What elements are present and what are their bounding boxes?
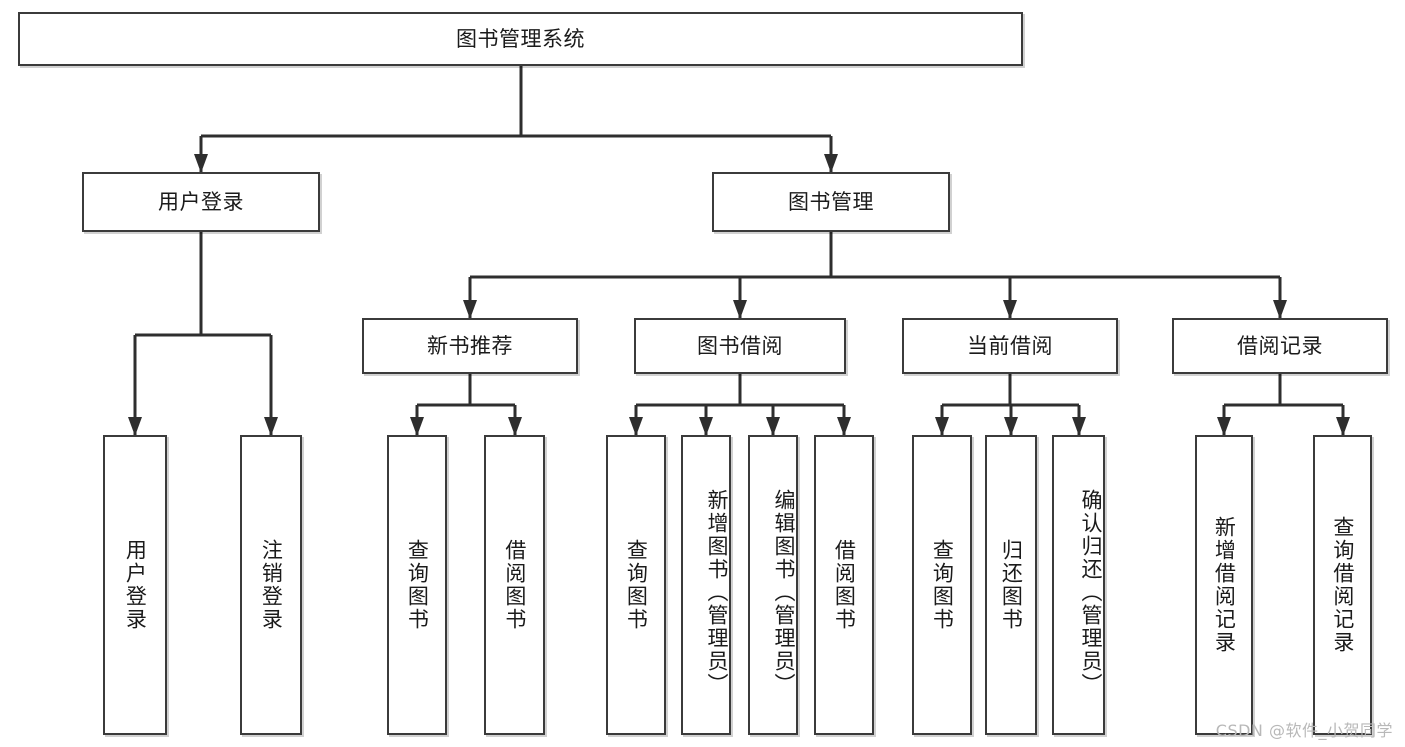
leaf-borrow-book-1[interactable]: 借阅图书 xyxy=(484,435,545,735)
leaf-query-book-2[interactable]: 查询图书 xyxy=(606,435,666,735)
leaf-return-book[interactable]: 归还图书 xyxy=(985,435,1037,735)
watermark-text: CSDN @软件_小贺同学 xyxy=(1215,721,1393,740)
leaf-edit-book-admin-label: 编辑图书（管理员） xyxy=(772,488,796,696)
leaf-logout-label: 注销登录 xyxy=(259,539,284,631)
leaf-confirm-return-admin[interactable]: 确认归还（管理员） xyxy=(1052,435,1105,735)
node-root[interactable]: 图书管理系统 xyxy=(18,12,1023,66)
node-current-borrow[interactable]: 当前借阅 xyxy=(902,318,1118,374)
leaf-confirm-return-admin-label: 确认归还（管理员） xyxy=(1079,488,1103,696)
node-root-label: 图书管理系统 xyxy=(456,26,585,51)
node-book-borrow-label: 图书借阅 xyxy=(697,333,783,358)
leaf-query-book-1[interactable]: 查询图书 xyxy=(387,435,447,735)
node-borrow-record-label: 借阅记录 xyxy=(1237,333,1323,358)
leaf-add-borrow-record-label: 新增借阅记录 xyxy=(1212,516,1237,654)
node-current-borrow-label: 当前借阅 xyxy=(967,333,1053,358)
leaf-user-login[interactable]: 用户登录 xyxy=(103,435,167,735)
leaf-query-book-3[interactable]: 查询图书 xyxy=(912,435,972,735)
leaf-return-book-label: 归还图书 xyxy=(999,539,1024,631)
leaf-logout[interactable]: 注销登录 xyxy=(240,435,302,735)
leaf-query-book-1-label: 查询图书 xyxy=(405,539,430,631)
leaf-query-borrow-record-label: 查询借阅记录 xyxy=(1330,516,1355,654)
node-new-book-recommend[interactable]: 新书推荐 xyxy=(362,318,578,374)
leaf-borrow-book-2[interactable]: 借阅图书 xyxy=(814,435,874,735)
leaf-query-book-2-label: 查询图书 xyxy=(624,539,649,631)
leaf-add-book-admin[interactable]: 新增图书（管理员） xyxy=(681,435,731,735)
leaf-borrow-book-1-label: 借阅图书 xyxy=(502,539,527,631)
leaf-add-book-admin-label: 新增图书（管理员） xyxy=(705,488,729,696)
leaf-edit-book-admin[interactable]: 编辑图书（管理员） xyxy=(748,435,798,735)
node-book-manage[interactable]: 图书管理 xyxy=(712,172,950,232)
leaf-add-borrow-record[interactable]: 新增借阅记录 xyxy=(1195,435,1253,735)
node-user-login[interactable]: 用户登录 xyxy=(82,172,320,232)
node-user-login-label: 用户登录 xyxy=(158,189,244,214)
node-borrow-record[interactable]: 借阅记录 xyxy=(1172,318,1388,374)
leaf-user-login-label: 用户登录 xyxy=(123,539,148,631)
leaf-borrow-book-2-label: 借阅图书 xyxy=(832,539,857,631)
node-new-book-recommend-label: 新书推荐 xyxy=(427,333,513,358)
node-book-manage-label: 图书管理 xyxy=(788,189,874,214)
leaf-query-borrow-record[interactable]: 查询借阅记录 xyxy=(1313,435,1372,735)
leaf-query-book-3-label: 查询图书 xyxy=(930,539,955,631)
node-book-borrow[interactable]: 图书借阅 xyxy=(634,318,846,374)
